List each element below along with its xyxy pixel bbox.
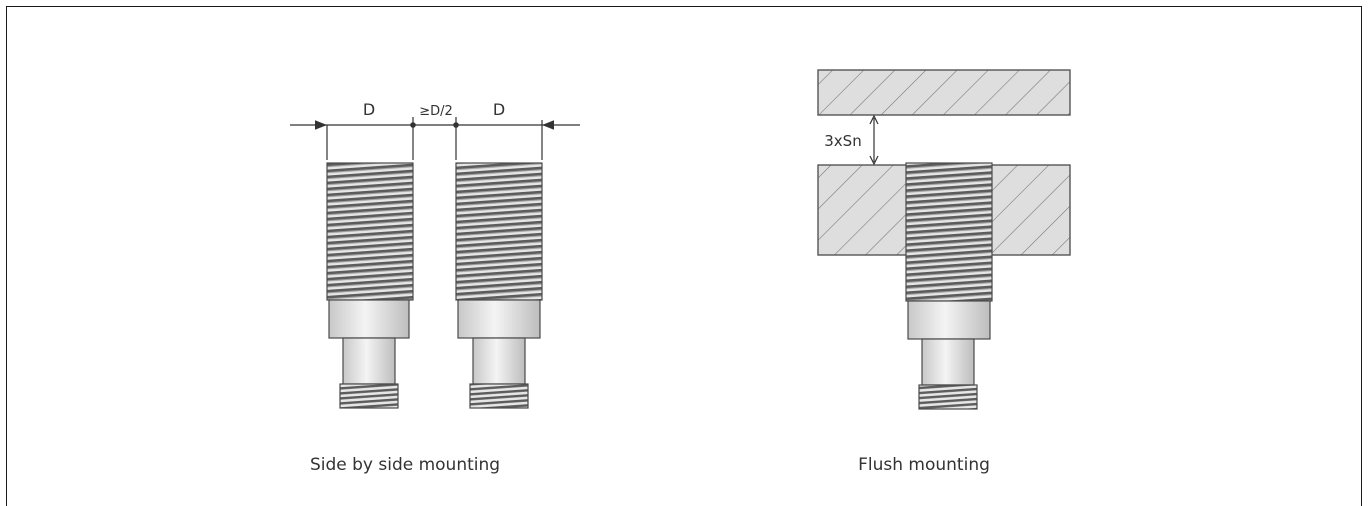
sensor-flush [905, 162, 993, 410]
dimension-gap: ≥D/2 [419, 104, 453, 119]
metal-plate-top [817, 69, 1071, 116]
caption-flush: Flush mounting [858, 455, 990, 475]
figure-frame [6, 6, 1362, 506]
clearance-label: 3xSn [824, 132, 861, 150]
mounting-diagram: D ≥D/2 D Side by side mounting 3xSn Flus… [290, 69, 1071, 475]
caption-side-by-side: Side by side mounting [310, 455, 500, 475]
dimension-d-right: D [493, 100, 505, 119]
dimension-d-left: D [363, 100, 375, 119]
sensor-left [326, 162, 414, 409]
dimension-lines [290, 117, 580, 160]
clearance-dimension [869, 114, 879, 166]
sensor-middle [455, 162, 543, 409]
